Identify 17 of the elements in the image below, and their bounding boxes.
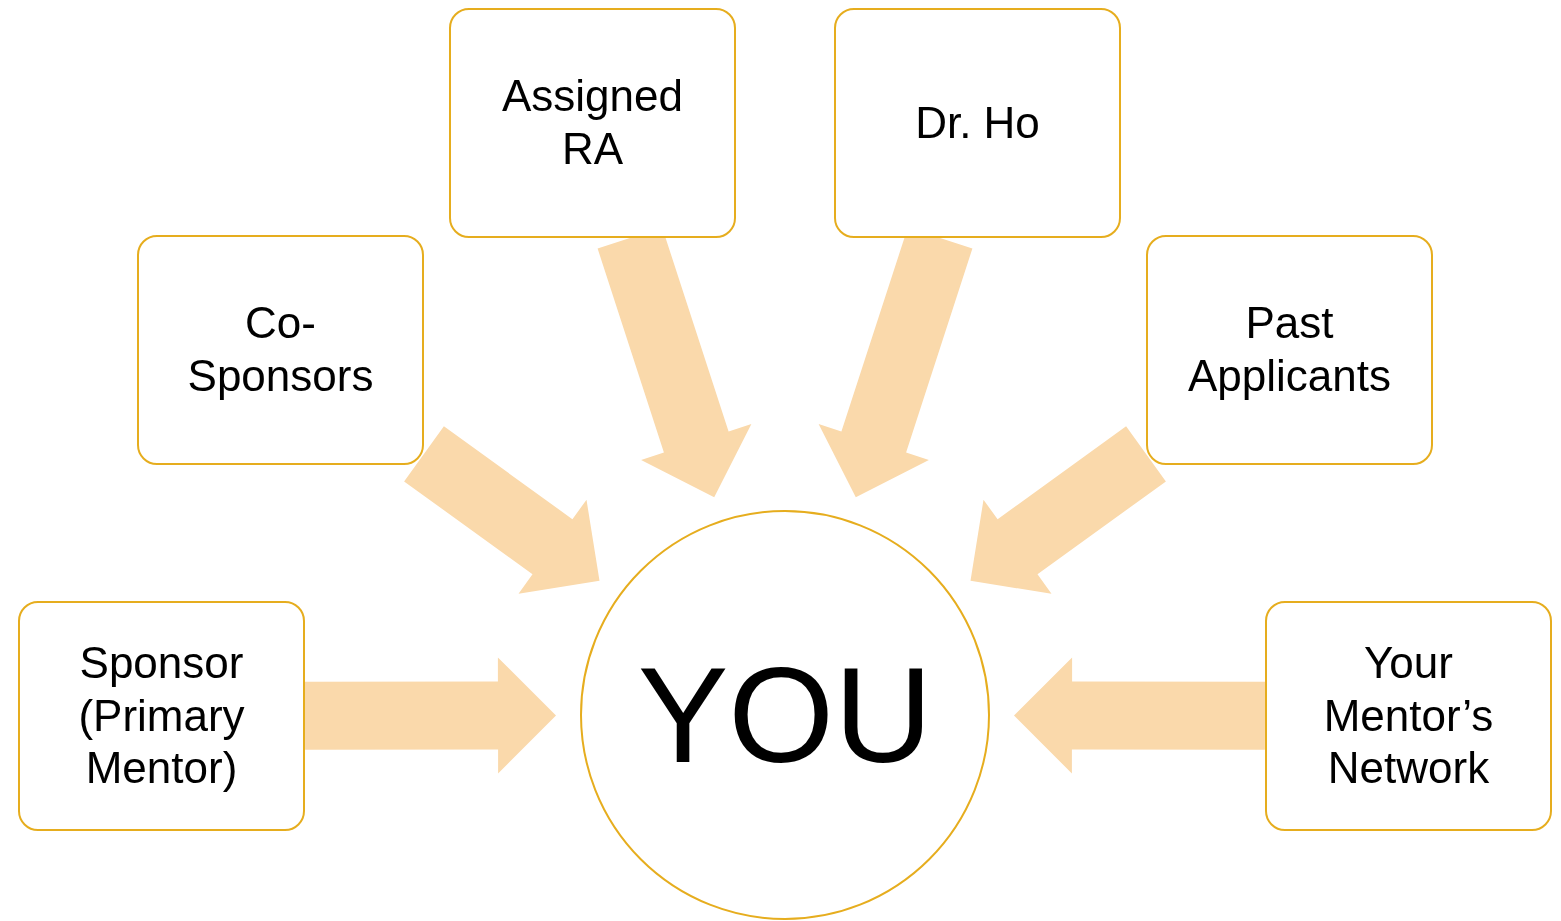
rounded-box [449,8,736,238]
box-label: Sponsor (Primary Mentor) [77,636,246,795]
rounded-box [1265,601,1552,831]
box-label: Co- Sponsors [186,297,375,402]
rounded-box [18,601,305,831]
rounded-box [1146,235,1433,465]
rounded-box [834,8,1121,238]
block-arrow [304,657,556,774]
center-label: YOU [637,647,933,783]
block-arrow [970,426,1166,594]
box-label: Assigned RA [501,70,684,175]
box-label: Past Applicants [1187,297,1392,402]
box-label: Dr. Ho [915,96,1040,149]
block-arrow [404,426,600,594]
box-label: Your Mentor’s Network [1322,636,1495,795]
block-arrow [1014,657,1266,774]
rounded-box [137,235,424,465]
